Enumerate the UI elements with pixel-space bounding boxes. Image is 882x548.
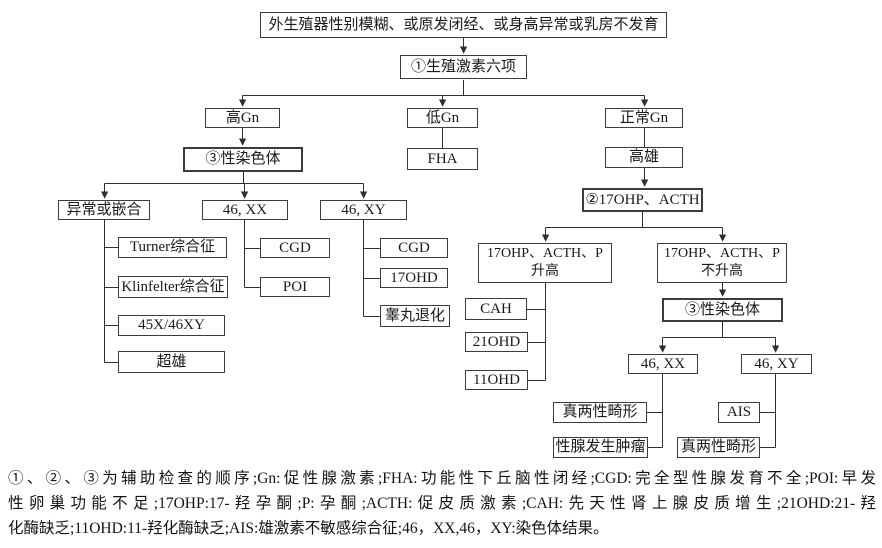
node-poi: POI [260, 277, 330, 297]
node-abnormal-or-mosaic: 异常或嵌合 [58, 200, 150, 220]
legend-line-1: ①、②、③为辅助检查的顺序;Gn:促性腺激素;FHA:功能性下丘脑性闭经;CGD… [8, 470, 876, 487]
node-line: 17OHP、ACTH、P [487, 245, 603, 261]
node-high-androgen: 高雄 [605, 147, 683, 168]
node-low-gn: 低Gn [407, 108, 478, 128]
node-normal-gn: 正常Gn [605, 108, 683, 128]
node-sex-chromosome-1: ③性染色体 [183, 147, 303, 172]
node-line: 升高 [531, 264, 559, 279]
legend-text: ①、②、③为辅助检查的顺序;Gn:促性腺激素;FHA:功能性下丘脑性闭经;CGD… [8, 466, 876, 541]
node-46xy-right: 46, XY [741, 354, 812, 374]
node-true-hermaphroditism-xx: 真两性畸形 [553, 402, 647, 423]
connector-arrows [100, 38, 780, 353]
node-17ohp-acth-p-not-elevated: 17OHP、ACTH、P 不升高 [657, 243, 787, 283]
node-true-hermaphroditism-xy: 真两性畸形 [677, 437, 760, 458]
node-46xx-left: 46, XX [202, 200, 288, 220]
node-11ohd: 11OHD [465, 370, 528, 390]
node-fha: FHA [407, 148, 478, 170]
node-cgd-xy: CGD [380, 238, 448, 258]
node-46xx-right: 46, XX [628, 354, 698, 374]
node-sex-chromosome-2: ③性染色体 [662, 298, 783, 322]
node-cgd-xx: CGD [260, 238, 330, 258]
node-17ohd: 17OHD [380, 268, 448, 288]
legend-line-2: 性卵巢功能不足;17OHP:17-羟孕酮;P:孕酮;ACTH:促皮质激素;CAH… [8, 495, 876, 512]
node-46xy-left: 46, XY [320, 200, 407, 220]
node-gonadal-tumor: 性腺发生肿瘤 [553, 437, 648, 458]
node-45x-46xy: 45X/46XY [118, 315, 225, 336]
node-super-male: 超雄 [118, 351, 225, 373]
node-line: 17OHP、ACTH、P [664, 245, 780, 261]
node-17ohp-acth-p-elevated: 17OHP、ACTH、P 升高 [478, 243, 612, 283]
connector-plain [104, 80, 776, 448]
legend-line-3: 化酶缺乏;11OHD:11-羟化酶缺乏;AIS:雄激素不敏感综合征;46，XX,… [8, 520, 609, 537]
node-high-gn: 高Gn [205, 108, 280, 128]
node-testicular-regression: 睾丸退化 [380, 305, 450, 327]
node-klinefelter: Klinfelter综合征 [118, 276, 228, 298]
node-17ohp-acth: ②17OHP、ACTH [582, 188, 703, 212]
node-root-presentation: 外生殖器性别模糊、或原发闭经、或身高异常或乳房不发育 [260, 12, 667, 38]
node-line: 不升高 [701, 264, 743, 279]
node-ais: AIS [718, 402, 760, 423]
node-cah: CAH [465, 298, 527, 320]
node-turner: Turner综合征 [118, 237, 227, 258]
node-hormone-panel: ①生殖激素六项 [400, 55, 527, 79]
node-21ohd: 21OHD [465, 332, 528, 352]
